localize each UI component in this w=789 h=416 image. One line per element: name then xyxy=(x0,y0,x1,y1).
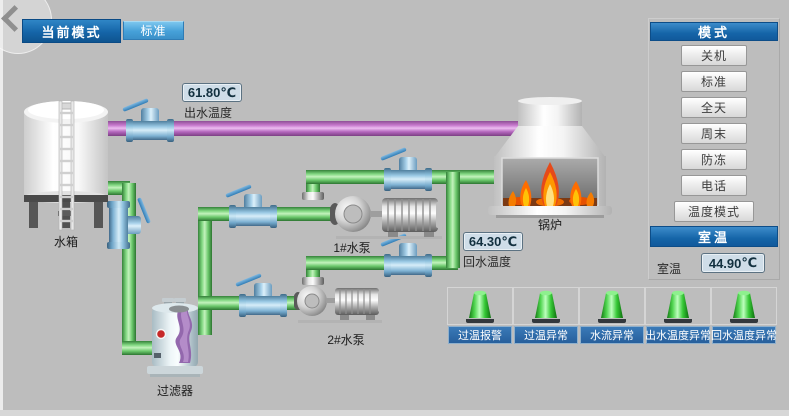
pump-2 xyxy=(294,286,384,323)
mode-panel-header: 模式 xyxy=(650,22,778,41)
mode-button-allday[interactable]: 全天 xyxy=(681,97,747,118)
valve-bonnet xyxy=(254,283,272,298)
window-edge-bottom xyxy=(0,410,789,416)
outlet-temp-value: 61.80 xyxy=(187,85,221,100)
valve-bonnet xyxy=(399,157,417,172)
pump-1 xyxy=(330,196,443,239)
indicator-waterflow-fault: 水流异常 xyxy=(580,326,644,344)
lamp-icon xyxy=(466,290,494,323)
room-temp-label: 室温 xyxy=(657,262,682,276)
pipe-outlet-purple xyxy=(95,121,520,136)
valve-body xyxy=(384,254,432,277)
valve-body xyxy=(384,168,432,191)
outlet-temp-readout: 61.80℃ xyxy=(182,83,242,102)
indicator-cell xyxy=(579,287,645,325)
boiler-label: 锅炉 xyxy=(537,218,562,232)
mode-button-standard[interactable]: 标准 xyxy=(681,71,747,92)
valve-outlet[interactable] xyxy=(122,98,174,142)
pipe-return xyxy=(306,256,458,270)
mode-panel: 模式 关机 标准 全天 周末 防冻 电话 温度模式 室温 室温 44.90℃ xyxy=(648,18,780,280)
valve-body xyxy=(126,119,174,142)
return-temp-readout: 64.30℃ xyxy=(463,232,523,251)
room-temp-readout: 44.90℃ xyxy=(701,253,765,273)
valve-bonnet xyxy=(399,243,417,258)
filter-label: 过滤器 xyxy=(156,384,193,398)
indicator-cell xyxy=(447,287,513,325)
flange xyxy=(302,277,324,285)
valve-body xyxy=(229,205,277,228)
window-edge-left xyxy=(0,0,3,416)
mode-button-antifreeze[interactable]: 防冻 xyxy=(681,149,747,170)
lamp-icon xyxy=(598,290,626,323)
alarm-indicator-grid: 过温报警 过温异常 水流异常 出水温度异常 回水温度异常 xyxy=(446,287,780,349)
indicator-cell xyxy=(711,287,777,325)
indicator-outlet-temp-fault: 出水温度异常 xyxy=(645,326,711,344)
valve-return[interactable] xyxy=(380,233,432,277)
return-temp-unit: ℃ xyxy=(501,233,518,249)
valve-bonnet xyxy=(141,108,159,123)
flange xyxy=(302,192,324,200)
lamp-icon xyxy=(532,290,560,323)
indicator-cell xyxy=(645,287,711,325)
valve-body xyxy=(239,294,287,317)
return-temp-label: 回水温度 xyxy=(463,255,512,269)
valve-pump2-suction[interactable] xyxy=(235,273,287,317)
pipe-main-riser xyxy=(198,214,212,310)
filter xyxy=(147,298,203,377)
indicator-return-temp-fault: 回水温度异常 xyxy=(711,326,777,344)
pipe-filter-riser xyxy=(198,304,212,335)
mode-button-weekend[interactable]: 周末 xyxy=(681,123,747,144)
lamp-icon xyxy=(730,290,758,323)
valve-bonnet xyxy=(244,194,262,209)
mode-button-off[interactable]: 关机 xyxy=(681,45,747,66)
valve-pump1-suction[interactable] xyxy=(225,184,277,228)
lamp-icon xyxy=(664,290,692,323)
valve-bonnet xyxy=(126,216,141,234)
pipe-return-riser xyxy=(446,172,460,268)
boiler xyxy=(488,97,612,218)
indicator-overtemp-fault: 过温异常 xyxy=(514,326,578,344)
current-mode-button[interactable]: 当前模式 xyxy=(22,19,121,43)
water-tank xyxy=(24,100,108,231)
outlet-temp-unit: ℃ xyxy=(220,84,237,100)
room-temp-value: 44.90 xyxy=(708,255,742,271)
indicator-cell xyxy=(513,287,579,325)
outlet-temp-label: 出水温度 xyxy=(184,106,233,120)
valve-boiler-inlet[interactable] xyxy=(380,147,432,191)
room-temp-header: 室温 xyxy=(650,226,778,247)
return-temp-value: 64.30 xyxy=(468,234,502,249)
pump1-label: 1#水泵 xyxy=(333,241,371,255)
tank-label: 水箱 xyxy=(53,235,78,249)
room-temp-unit: ℃ xyxy=(741,255,758,270)
current-mode-value-button[interactable]: 标准 xyxy=(123,21,184,40)
mode-button-phone[interactable]: 电话 xyxy=(681,175,747,196)
pump2-label: 2#水泵 xyxy=(327,333,365,347)
mode-button-temp-mode[interactable]: 温度模式 xyxy=(674,201,754,222)
indicator-overtemp-alarm: 过温报警 xyxy=(448,326,512,344)
